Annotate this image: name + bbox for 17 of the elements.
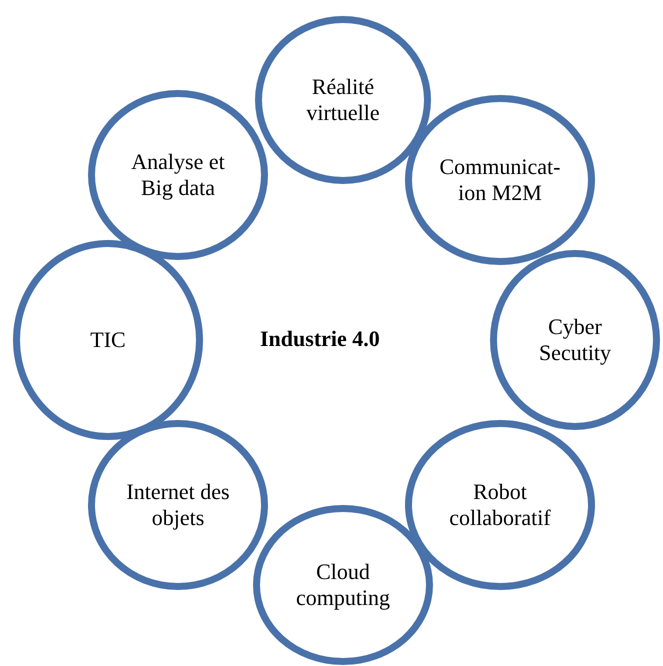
circle [255, 16, 431, 184]
circle [490, 250, 660, 430]
node-text: Communicat- ion M2M [438, 154, 562, 206]
circle [88, 90, 268, 260]
node-text: Réalité virtuelle [305, 74, 381, 126]
node-text: Robot collaboratif [448, 478, 552, 532]
node-text: TIC [90, 326, 126, 354]
circle [253, 505, 433, 665]
circle [405, 420, 595, 590]
circle [13, 240, 203, 440]
node-text: Internet des objets [125, 478, 231, 532]
circle [88, 420, 268, 590]
node-text: Cloud computing [294, 558, 392, 612]
center-title: Industrie 4.0 [260, 326, 380, 352]
node-text: Analyse et Big data [130, 148, 226, 202]
circle [405, 95, 595, 265]
node-text: Cyber Secutity [538, 314, 612, 366]
